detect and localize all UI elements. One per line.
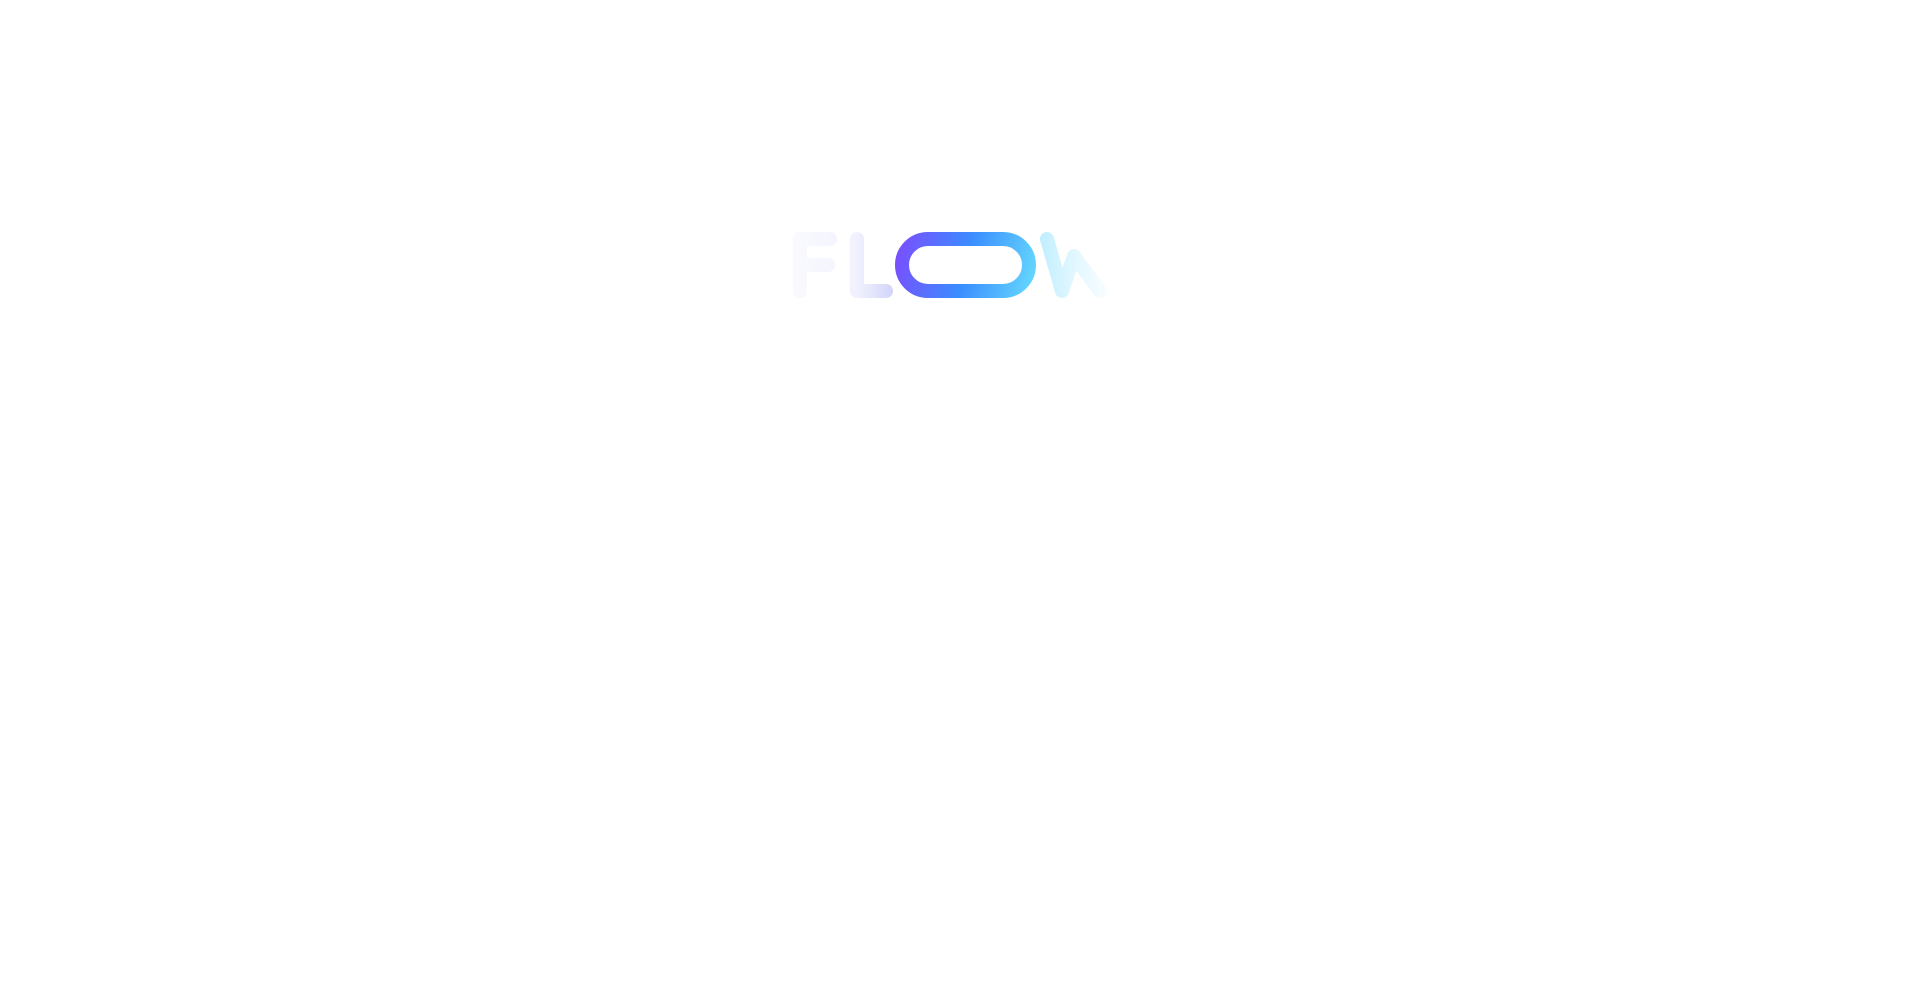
logo-letter-l — [850, 232, 893, 298]
logo-letter-o — [895, 232, 1036, 298]
logo-letter-w — [1040, 232, 1107, 298]
logo-letter-f — [793, 232, 837, 298]
flow-logo — [793, 232, 1107, 298]
